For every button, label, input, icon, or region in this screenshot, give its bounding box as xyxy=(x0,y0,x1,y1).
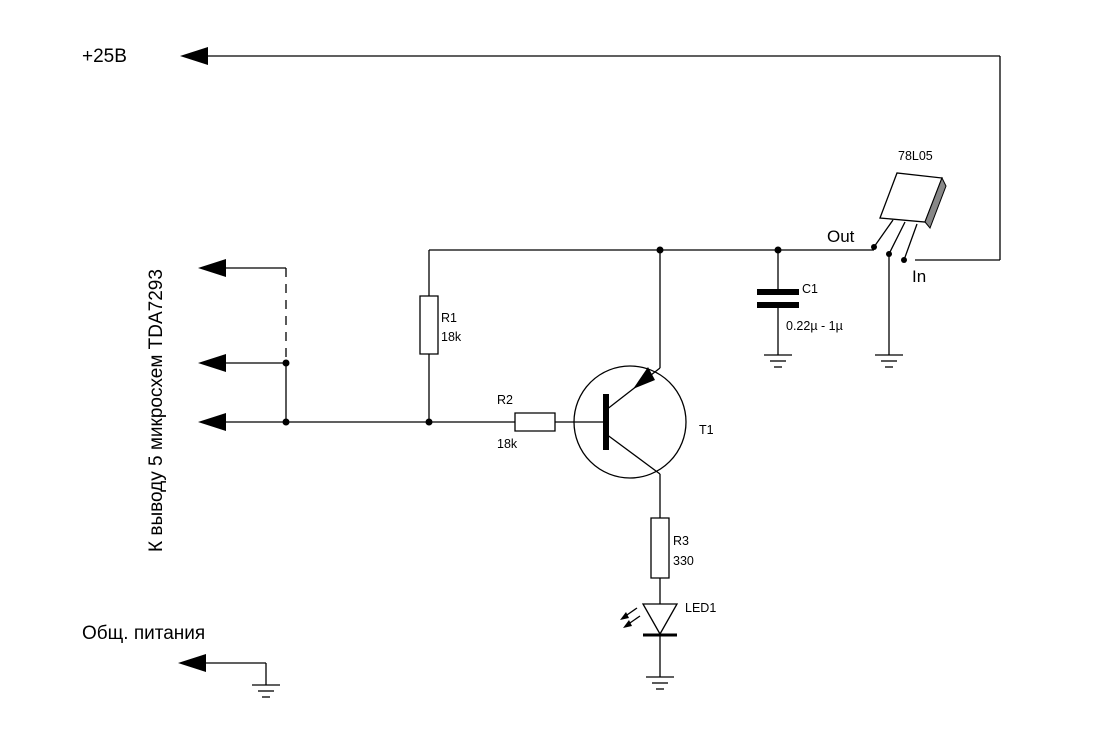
ground-arrow-icon xyxy=(178,654,206,672)
resistor-r2 xyxy=(515,413,606,431)
capacitor-c1 xyxy=(757,250,799,367)
regulator-78l05 xyxy=(871,172,947,263)
supply-line xyxy=(180,47,1000,260)
common-ground xyxy=(178,654,280,697)
c1-ref: C1 xyxy=(802,282,818,296)
regulator-ground xyxy=(875,254,903,367)
to-chips-label: К выводу 5 микросхем TDA7293 xyxy=(146,269,167,552)
transistor-t1 xyxy=(574,250,686,518)
ground-label: Общ. питания xyxy=(82,623,205,644)
output-arrow-icon-2 xyxy=(198,354,226,372)
resistor-r1 xyxy=(420,250,438,426)
r2-value: 18k xyxy=(497,437,518,451)
c1-value: 0.22µ - 1µ xyxy=(786,319,843,333)
r2-ref: R2 xyxy=(497,393,513,407)
led1-ref: LED1 xyxy=(685,601,716,615)
t1-ref: T1 xyxy=(699,423,714,437)
resistor-r3 xyxy=(651,518,669,604)
r1-ref: R1 xyxy=(441,311,457,325)
output-arrow-icon-1 xyxy=(198,259,226,277)
regulator-name: 78L05 xyxy=(898,149,933,163)
led-led1 xyxy=(620,603,679,689)
regulator-out-label: Out xyxy=(827,227,855,246)
regulator-in-label: In xyxy=(912,267,926,286)
supply-label: +25В xyxy=(82,46,127,67)
rail-5v xyxy=(429,246,874,254)
r3-value: 330 xyxy=(673,554,694,568)
supply-arrow-icon xyxy=(180,47,208,65)
r3-ref: R3 xyxy=(673,534,689,548)
output-arrow-icon-3 xyxy=(198,413,226,431)
r1-value: 18k xyxy=(441,330,462,344)
output-lines xyxy=(198,259,515,431)
